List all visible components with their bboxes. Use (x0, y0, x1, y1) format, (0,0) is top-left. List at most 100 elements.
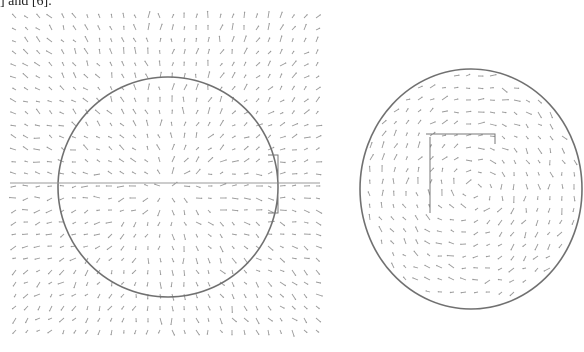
vector-arrowhead (95, 248, 96, 249)
vector-arrowhead (12, 51, 13, 52)
vector-arrow (425, 277, 430, 280)
vector-arrow (109, 294, 112, 298)
vector-arrowhead (197, 110, 198, 111)
vector-arrow (11, 76, 16, 78)
vector-arrow (62, 50, 64, 54)
vector-arrowhead (383, 141, 384, 142)
vector-arrowhead (258, 323, 259, 324)
vector-arrowhead (185, 239, 186, 240)
vector-arrowhead (22, 63, 23, 64)
vector-arrow (155, 184, 160, 186)
vector-arrowhead (187, 158, 188, 159)
vector-arrowhead (72, 161, 73, 162)
vector-arrowhead (184, 49, 185, 50)
vector-arrowhead (379, 226, 380, 227)
vector-arrowhead (222, 24, 223, 25)
vector-arrowhead (485, 232, 486, 233)
vector-arrow (534, 256, 539, 259)
vector-arrowhead (281, 49, 282, 50)
vector-arrowhead (506, 91, 507, 92)
vector-arrowhead (47, 147, 48, 148)
vector-arrowhead (161, 119, 162, 120)
vector-arrowhead (119, 158, 120, 159)
vector-arrowhead (247, 321, 248, 322)
vector-arrowhead (23, 73, 24, 74)
vector-arrowhead (209, 107, 210, 108)
vector-arrowhead (283, 24, 284, 25)
vector-arrowhead (549, 164, 550, 165)
vector-arrowhead (235, 110, 236, 111)
vector-arrowhead (106, 222, 107, 223)
vector-arrow (452, 191, 455, 197)
vector-arrow (36, 222, 40, 225)
vector-arrow (244, 147, 248, 150)
vector-arrowhead (73, 72, 74, 73)
vector-arrowhead (412, 277, 413, 278)
vector-arrowhead (297, 123, 298, 124)
vector-arrowhead (122, 13, 123, 14)
vector-arrowhead (24, 172, 25, 173)
vector-arrow (394, 131, 396, 137)
vector-arrowhead (456, 169, 457, 170)
vector-arrowhead (36, 101, 37, 102)
vector-arrow (379, 227, 382, 232)
vector-arrow (502, 172, 505, 176)
vector-arrow (292, 270, 296, 275)
vector-arrow (24, 147, 29, 150)
vector-arrowhead (59, 136, 60, 137)
vector-arrowhead (522, 246, 523, 247)
vector-arrow (172, 270, 173, 275)
vector-arrowhead (246, 48, 247, 49)
vector-arrowhead (284, 122, 285, 123)
vector-arrowhead (561, 174, 562, 175)
vector-arrowhead (482, 75, 483, 76)
vector-arrowhead (402, 217, 403, 218)
vector-arrowhead (71, 246, 72, 247)
vector-arrowhead (232, 23, 233, 24)
vector-arrowhead (450, 219, 451, 220)
vector-arrowhead (257, 13, 258, 14)
vector-arrowhead (161, 24, 162, 25)
vector-arrowhead (84, 48, 85, 49)
vector-arrowhead (48, 273, 49, 274)
vector-arrowhead (25, 322, 26, 323)
vector-arrowhead (106, 185, 107, 186)
vector-arrowhead (260, 259, 261, 260)
vector-arrowhead (234, 72, 235, 73)
vector-arrowhead (234, 174, 235, 175)
vector-arrowhead (527, 138, 528, 139)
vector-arrow (268, 306, 271, 310)
vector-arrow (511, 232, 514, 236)
vector-arrowhead (516, 136, 517, 137)
vector-arrowhead (420, 109, 421, 110)
vector-arrowhead (200, 224, 201, 225)
vector-arrow (11, 112, 16, 114)
vector-arrowhead (424, 240, 425, 241)
vector-arrow (120, 145, 124, 150)
vector-arrow (47, 222, 52, 223)
vector-arrow (418, 142, 420, 148)
vector-arrow (148, 84, 149, 90)
vector-arrowhead (424, 277, 425, 278)
vector-arrowhead (148, 263, 149, 264)
vector-arrowhead (505, 112, 506, 113)
vector-arrowhead (548, 223, 549, 224)
vector-arrowhead (110, 62, 111, 63)
vector-arrow (107, 246, 112, 249)
vector-arrowhead (470, 111, 471, 112)
vector-arrowhead (149, 83, 150, 84)
vector-arrowhead (405, 191, 406, 192)
vector-arrow (256, 63, 260, 66)
vector-arrowhead (470, 147, 471, 148)
vector-arrowhead (407, 108, 408, 109)
vector-arrowhead (473, 257, 474, 258)
vector-arrowhead (14, 296, 15, 297)
vector-arrow (87, 61, 88, 66)
vector-arrowhead (71, 100, 72, 101)
vector-arrow (256, 38, 260, 42)
vector-arrowhead (547, 234, 548, 235)
vector-arrow (50, 306, 52, 311)
vector-arrowhead (483, 98, 484, 99)
vector-arrow (47, 125, 52, 126)
vector-arrowhead (247, 173, 248, 174)
